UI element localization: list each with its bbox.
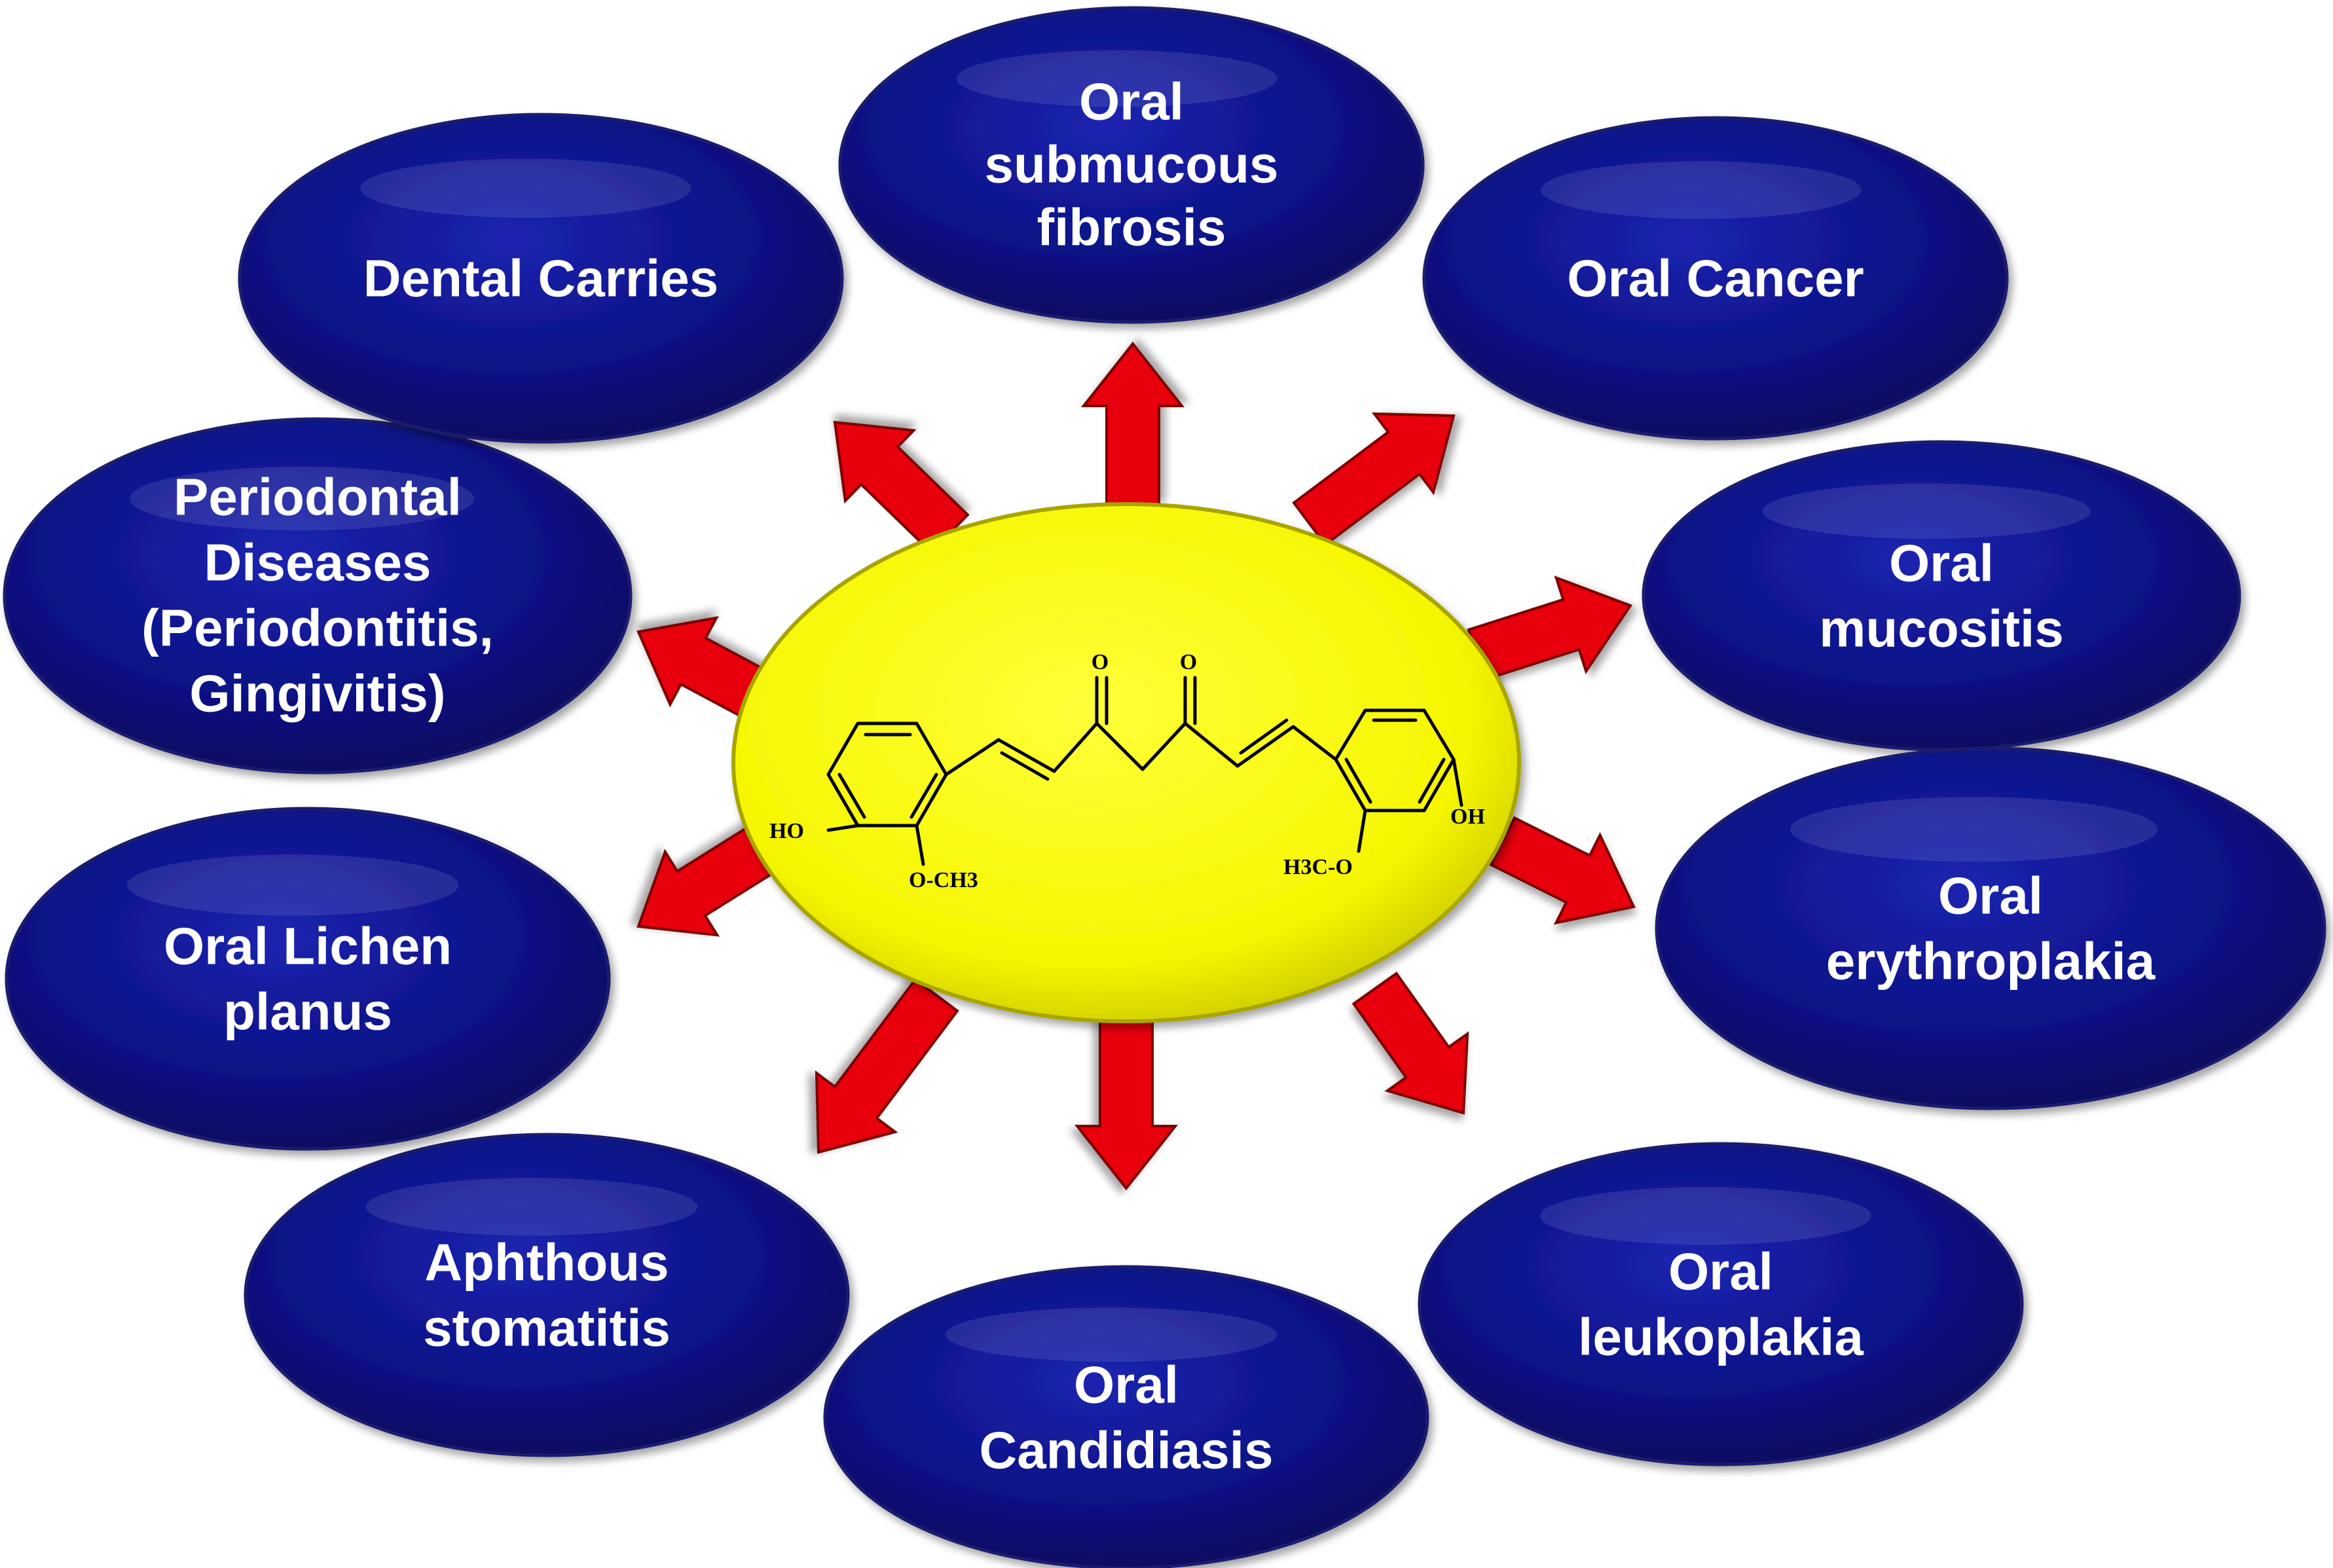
node-ellipse — [1418, 1142, 2024, 1467]
chem-label-methoxy-right: H3C-O — [1283, 855, 1353, 879]
chem-label-hydroxyl-left: HO — [769, 819, 804, 843]
node-label-line: Gingivitis) — [189, 665, 445, 723]
node-label-line: planus — [223, 982, 392, 1040]
arrow-to-oral-lichen-planus — [636, 820, 785, 937]
arrow-to-oral-candidiasis — [1074, 1017, 1179, 1191]
node-oral-erythroplakia: Oral erythroplakia — [1655, 746, 2326, 1110]
node-dental-carries: Dental Carries — [238, 113, 844, 444]
node-highlight — [1763, 483, 2091, 539]
node-label-line: Oral Cancer — [1567, 249, 1864, 307]
node-label-line: Aphthous — [424, 1233, 669, 1291]
chem-label-methoxy-left: O-CH3 — [909, 868, 978, 892]
curcumin-structure — [826, 676, 1463, 866]
node-label-line: stomatitis — [423, 1298, 671, 1357]
node-label-line: (Periodontitis, — [141, 599, 494, 657]
node-label-line: Dental Carries — [363, 249, 718, 307]
arrow-to-dental-carries — [833, 420, 970, 555]
arrow-to-oral-mucositis — [1467, 575, 1633, 682]
arrow-to-oral-cancer — [1292, 412, 1456, 547]
node-highlight — [130, 466, 474, 531]
chem-label-ketone-1: O — [1092, 650, 1109, 674]
node-highlight — [957, 50, 1277, 107]
node-ellipse — [823, 1265, 1429, 1568]
node-ellipse — [5, 807, 611, 1151]
node-label-line: erythroplakia — [1826, 932, 2156, 990]
node-highlight — [366, 1178, 697, 1236]
node-label-line: Candidiasis — [979, 1421, 1273, 1479]
node-label-line: fibrosis — [1037, 198, 1226, 257]
node-ellipse — [1422, 116, 2009, 441]
node-oral-lichen-planus: Oral Lichen planus — [5, 807, 611, 1151]
arrow-to-oral-submucous-fibrosis — [1080, 341, 1185, 505]
node-oral-cancer: Oral Cancer — [1422, 116, 2009, 441]
arrow-to-oral-erythroplakia — [1489, 816, 1636, 925]
node-aphthous-stomatitis: Aphthous stomatitis — [244, 1133, 850, 1457]
node-ellipse — [3, 417, 633, 775]
node-label-line: Oral — [1668, 1242, 1773, 1300]
node-oral-mucositis: Oral mucositis — [1642, 440, 2241, 752]
center-ellipse — [731, 502, 1521, 1023]
node-highlight — [946, 1307, 1277, 1362]
node-label-line: Oral — [1074, 1355, 1179, 1413]
node-highlight — [360, 158, 691, 218]
arrows-layer — [636, 341, 1636, 1191]
chem-label-hydroxyl-right: OH — [1450, 805, 1485, 829]
node-ellipse — [838, 6, 1425, 324]
node-highlight — [1541, 161, 1862, 219]
node-label-line: Oral — [1938, 866, 2043, 924]
node-label-line: Oral — [1079, 73, 1184, 131]
arrow-to-oral-leukoplakia — [1351, 972, 1469, 1115]
node-label-line: submucous — [985, 136, 1279, 194]
node-oral-leukoplakia: Oral leukoplakia — [1418, 1142, 2024, 1467]
node-label-line: Periodontal — [174, 468, 462, 526]
chem-label-ketone-2: O — [1180, 650, 1197, 674]
node-highlight — [1790, 797, 2158, 862]
arrow-to-aphthous-stomatitis — [815, 977, 959, 1154]
node-label-line: Oral — [1889, 534, 1994, 592]
node-highlight — [1540, 1187, 1871, 1245]
curcumin-center: O O HO O-CH3 OH H3C-O — [731, 502, 1521, 1023]
node-label-line: leukoplakia — [1578, 1307, 1864, 1366]
node-label-line: mucositis — [1819, 599, 2063, 657]
node-ellipse — [1655, 746, 2326, 1110]
node-ellipse — [244, 1133, 850, 1457]
node-highlight — [127, 854, 458, 916]
node-label-line: Diseases — [204, 534, 432, 592]
node-label-line: Oral Lichen — [164, 917, 452, 975]
node-ellipse — [238, 113, 844, 444]
